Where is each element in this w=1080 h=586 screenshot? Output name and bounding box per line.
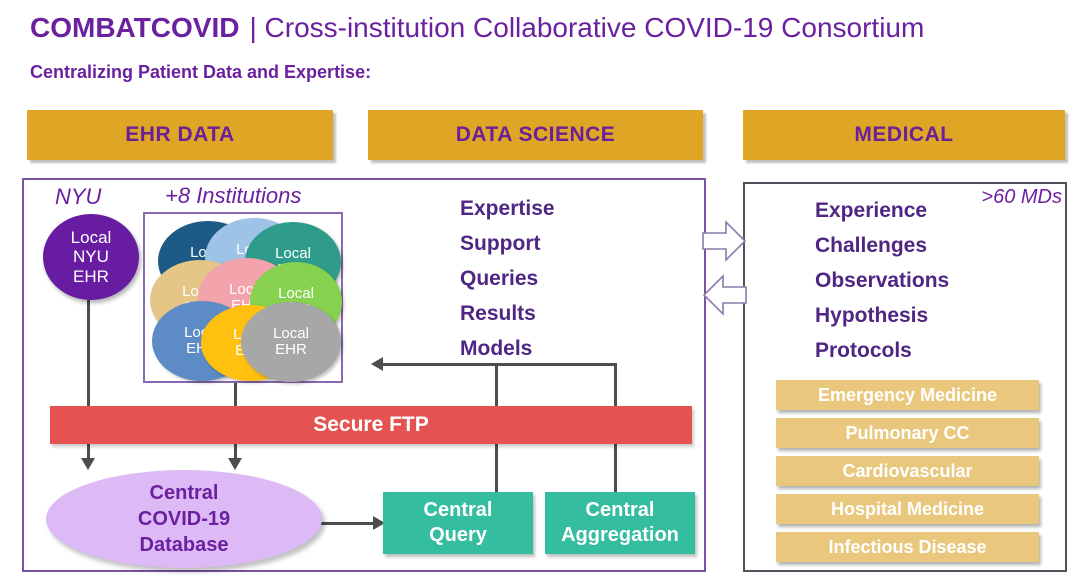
institutions-cluster-box: Local EHR Local EHR Local EHR Local EHR … (143, 212, 343, 383)
secure-ftp-bar: Secure FTP (50, 406, 692, 444)
brand-name: COMBATCOVID (30, 12, 240, 43)
specialty-pulmonary-cc: Pulmonary CC (776, 418, 1039, 448)
subtitle: Centralizing Patient Data and Expertise: (30, 62, 372, 82)
local-ehr-ellipse: Local EHR (241, 302, 341, 382)
list-item: Protocols (815, 339, 912, 362)
column-header-ehr-data-label: EHR DATA (125, 123, 235, 146)
secure-ftp-label: Secure FTP (313, 413, 429, 436)
list-item: Challenges (815, 234, 928, 257)
specialty-cardiovascular: Cardiovascular (776, 456, 1039, 486)
central-query-box: Central Query (383, 492, 533, 554)
specialty-hospital-medicine: Hospital Medicine (776, 494, 1039, 524)
list-item: Queries (460, 267, 539, 290)
list-item: Models (460, 337, 533, 360)
local-nyu-ehr-ellipse: Local NYU EHR (43, 214, 139, 300)
central-covid-database-ellipse: Central COVID-19 Database (46, 470, 322, 568)
connector-models-horizontal (382, 363, 617, 366)
column-header-medical-label: MEDICAL (854, 123, 954, 146)
institutions-label: +8 Institutions (165, 183, 302, 208)
list-item: Results (460, 302, 536, 325)
left-exchange-arrow-icon (702, 274, 747, 316)
central-aggregation-box: Central Aggregation (545, 492, 695, 554)
right-exchange-arrow-icon (702, 220, 747, 262)
arrowhead-institutions-to-db (228, 458, 242, 470)
connector-db-to-query (320, 522, 374, 525)
title-text: | Cross-institution Collaborative COVID-… (249, 12, 925, 43)
specialty-infectious-disease: Infectious Disease (776, 532, 1039, 562)
list-item: Experience (815, 199, 928, 222)
arrowhead-models-left (371, 357, 383, 371)
list-item: Support (460, 232, 541, 255)
arrowhead-db-to-query (373, 516, 385, 530)
arrowhead-nyu-to-db (81, 458, 95, 470)
data-science-list: Expertise Support Queries Results Models (460, 191, 555, 366)
medical-list: Experience Challenges Observations Hypot… (815, 193, 949, 368)
list-item: Expertise (460, 197, 555, 220)
connector-nyu-to-db (87, 300, 90, 459)
list-item: Observations (815, 269, 950, 292)
column-header-data-science: DATA SCIENCE (368, 110, 703, 160)
column-header-ehr-data: EHR DATA (27, 110, 333, 160)
list-item: Hypothesis (815, 304, 929, 327)
page-title: COMBATCOVID | Cross-institution Collabora… (30, 12, 924, 44)
nyu-label: NYU (55, 184, 102, 209)
mds-count-label: >60 MDs (981, 186, 1062, 208)
column-header-data-science-label: DATA SCIENCE (455, 123, 616, 146)
column-header-medical: MEDICAL (743, 110, 1065, 160)
specialty-emergency-medicine: Emergency Medicine (776, 380, 1039, 410)
